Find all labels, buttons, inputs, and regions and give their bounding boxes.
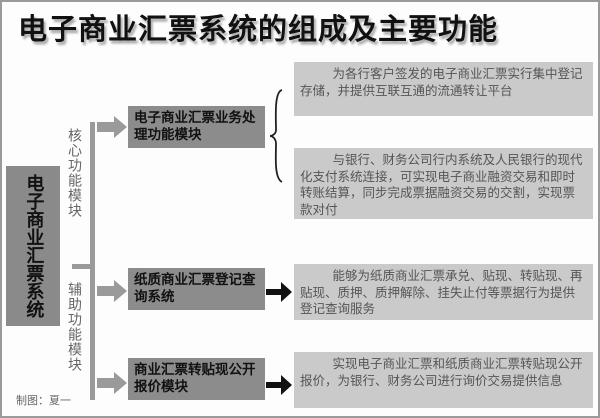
group-label-core: 核心功能模块 [66, 128, 82, 218]
description-box: 实现电子商业汇票和纸质商业汇票转贴现公开报价，为银行、财务公司进行询价交易提供信… [294, 352, 593, 408]
group-label-aux: 辅助功能模块 [66, 282, 82, 372]
arrow-right-icon [97, 116, 127, 138]
description-box: 与银行、财务公司行内系统及人民银行的现代化支付系统连接，可实现电子商业融资交易和… [294, 148, 593, 219]
module-box: 商业汇票转贴现公开报价模块 [128, 358, 265, 400]
module-box: 电子商业汇票业务处理功能模块 [128, 106, 265, 148]
module-box: 纸质商业汇票登记查询系统 [128, 268, 265, 310]
arrow-right-icon [97, 280, 127, 302]
diagram-title: 电子商业汇票系统的组成及主要功能 [18, 12, 499, 46]
root-node: 电子商业汇票系统 [6, 166, 60, 326]
arrow-right-icon [266, 282, 292, 302]
curly-brace-icon [269, 89, 283, 183]
description-box: 为各行客户签发的电子商业汇票实行集中登记存储，并提供互联互通的流通转让平台 [294, 62, 593, 116]
description-box: 能够为纸质商业汇票承兑、贴现、转贴现、再贴现、质押、质押解除、挂失止付等票据行为… [294, 264, 593, 320]
arrow-right-icon [266, 375, 292, 395]
connector-stub [72, 264, 92, 269]
credit-text: 制图：夏一 [16, 394, 71, 407]
arrow-right-icon [97, 372, 127, 394]
connector-vertical [90, 122, 95, 400]
